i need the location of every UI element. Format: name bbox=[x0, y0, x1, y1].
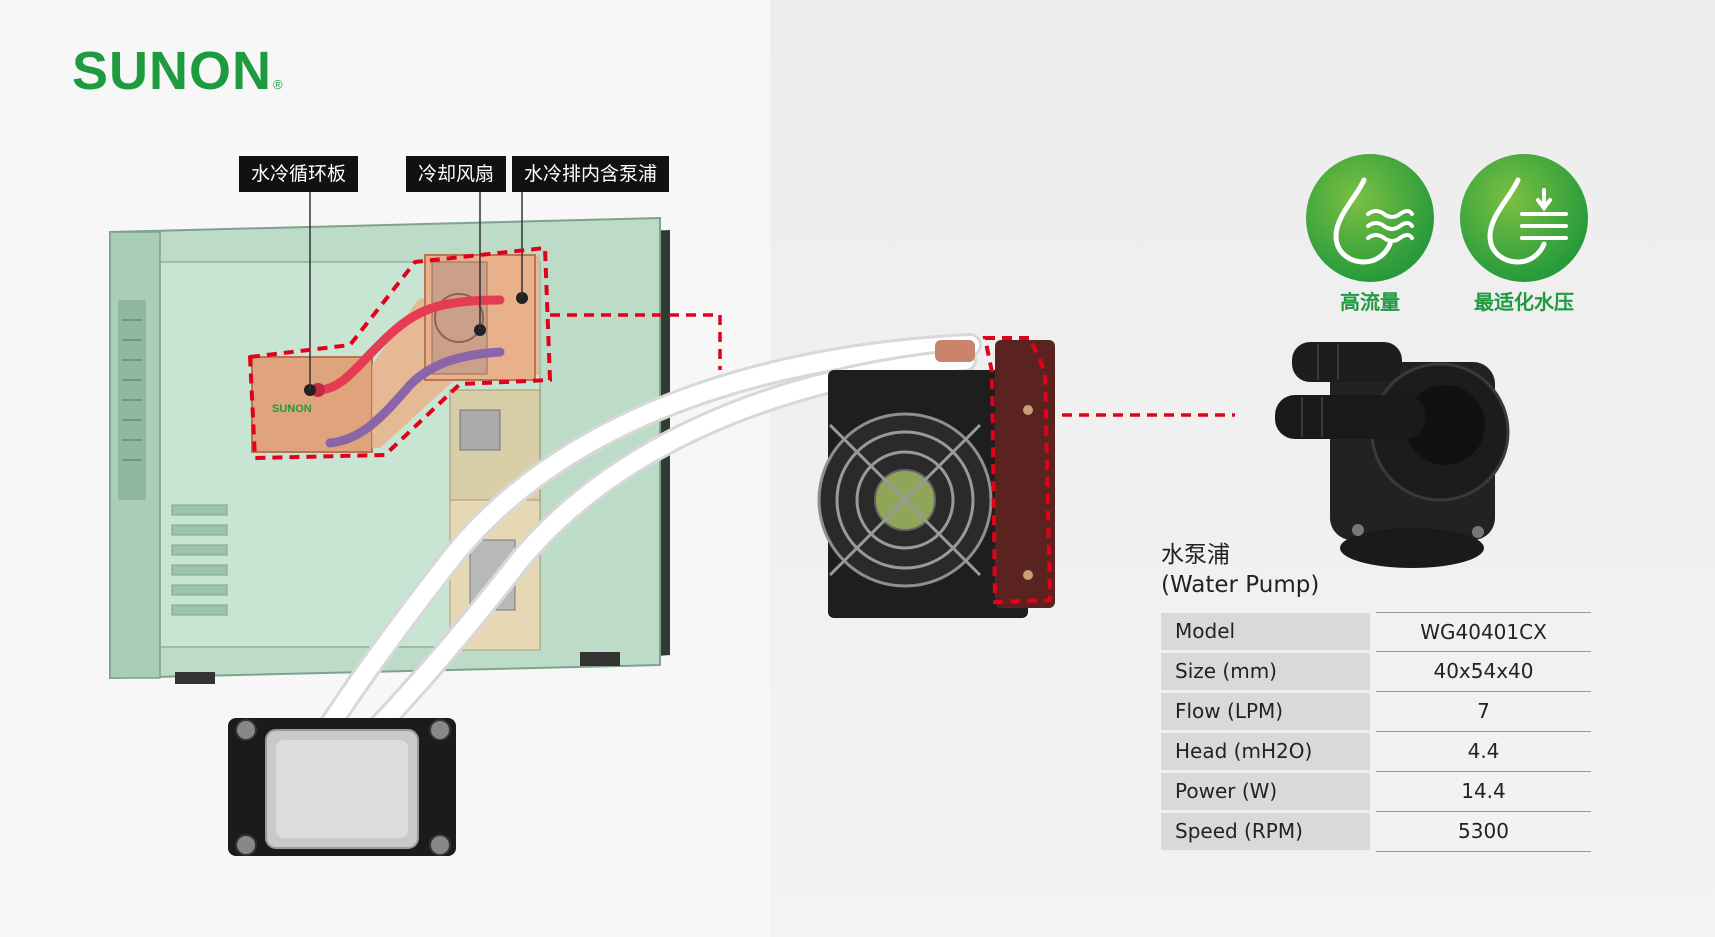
table-row: Flow (LPM) 7 bbox=[1161, 690, 1591, 733]
radiator-screw bbox=[1023, 405, 1033, 415]
pump-chamber bbox=[1405, 385, 1485, 465]
mounting-screws bbox=[235, 719, 451, 856]
pump-title-en: (Water Pump) bbox=[1161, 572, 1320, 598]
fan-grill-ring bbox=[835, 430, 975, 570]
internal-fan-blade bbox=[434, 293, 484, 343]
spec-key: Model bbox=[1161, 612, 1370, 653]
expansion-slots bbox=[171, 504, 228, 616]
table-row: Speed (RPM) 5300 bbox=[1161, 810, 1591, 853]
pump-highlight-outline bbox=[982, 336, 1053, 605]
cool-water-tube bbox=[325, 347, 505, 448]
spec-value: 14.4 bbox=[1376, 770, 1591, 812]
spec-value: WG40401CX bbox=[1376, 612, 1591, 652]
spec-key: Head (mH2O) bbox=[1161, 731, 1370, 773]
table-row: Power (W) 14.4 bbox=[1161, 770, 1591, 813]
pump-spec-table: Model WG40401CX Size (mm) 40x54x40 Flow … bbox=[1161, 612, 1591, 853]
table-row: Head (mH2O) 4.4 bbox=[1161, 730, 1591, 773]
radiator-tank bbox=[995, 340, 1055, 608]
nozzle-ridges bbox=[1301, 344, 1339, 437]
pump-title-cn: 水泵浦 bbox=[1161, 542, 1230, 568]
spec-value: 4.4 bbox=[1376, 730, 1591, 772]
pump-inlet-nozzle bbox=[1275, 395, 1425, 439]
case-plate-label: SUNON bbox=[272, 403, 312, 415]
pump-outlet-nozzle bbox=[1292, 342, 1402, 382]
radiator-inlet bbox=[935, 340, 975, 362]
radiator-screw bbox=[1023, 570, 1033, 580]
spec-value: 40x54x40 bbox=[1376, 650, 1591, 692]
badge-optimized-pressure bbox=[1460, 154, 1588, 282]
fan-grill-ring bbox=[855, 450, 955, 550]
water-drop-flow-icon bbox=[1333, 177, 1414, 265]
fan-grill-bar bbox=[828, 423, 982, 577]
spec-key: Flow (LPM) bbox=[1161, 691, 1370, 733]
pump-bottom bbox=[1340, 528, 1484, 568]
logo-text: SUNON bbox=[72, 41, 273, 101]
pump-title: 水泵浦 (Water Pump) bbox=[1161, 540, 1319, 600]
hot-water-tube bbox=[313, 295, 505, 395]
highlight-connector bbox=[550, 313, 722, 370]
callout-radiator-pump: 水冷排内含泵浦 bbox=[512, 156, 670, 192]
badge-label-optimized-pressure: 最适化水压 bbox=[1474, 290, 1574, 314]
flex-tube-1 bbox=[281, 336, 979, 799]
spec-value: 7 bbox=[1376, 690, 1591, 732]
cpu-cold-plate-surface bbox=[276, 740, 408, 838]
table-row: Model WG40401CX bbox=[1161, 612, 1591, 653]
pump-mount-hole bbox=[1352, 524, 1364, 536]
sunon-logo: SUNON® bbox=[72, 44, 284, 98]
table-row: Size (mm) 40x54x40 bbox=[1161, 650, 1591, 693]
front-vent-slots bbox=[122, 319, 142, 461]
spec-key: Speed (RPM) bbox=[1161, 811, 1370, 853]
callout-leader-lines bbox=[309, 190, 523, 390]
water-drop-pressure-icon bbox=[1487, 177, 1568, 265]
pump-mount-hole bbox=[1472, 526, 1484, 538]
case-foot bbox=[580, 652, 620, 666]
badge-label-high-flow: 高流量 bbox=[1340, 290, 1400, 314]
spec-key: Size (mm) bbox=[1161, 651, 1370, 693]
highlight-outline bbox=[248, 246, 552, 460]
psu-fan bbox=[459, 409, 501, 451]
callout-cold-plate: 水冷循环板 bbox=[239, 156, 359, 192]
logo-registered-mark: ® bbox=[273, 77, 284, 92]
callout-cooling-fan: 冷却风扇 bbox=[406, 156, 507, 192]
case-foot bbox=[175, 672, 215, 684]
spec-key: Power (W) bbox=[1161, 771, 1370, 813]
badge-high-flow bbox=[1306, 154, 1434, 282]
spec-value: 5300 bbox=[1376, 810, 1591, 852]
